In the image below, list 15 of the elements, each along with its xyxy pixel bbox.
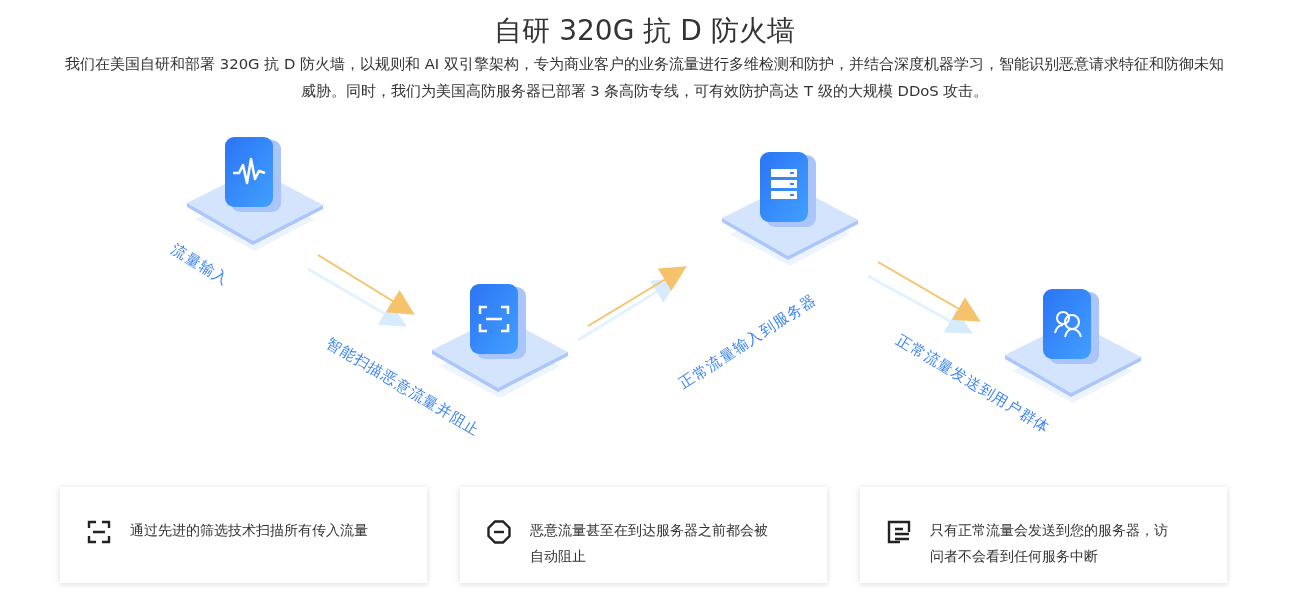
card-text: 恶意流量甚至在到达服务器之前都会被自动阻止 (530, 521, 769, 566)
arrow (587, 266, 687, 327)
step-label: 智能扫描恶意流量并阻止 (322, 333, 484, 441)
arrow (877, 261, 981, 322)
arrow (317, 254, 415, 315)
title: 自研 320G 抗 D 防火墙 (493, 13, 796, 49)
card-text: 通过先进的筛选技术扫描所有传入流量 (130, 521, 369, 540)
card-text: 只有正常流量会发送到您的服务器，访问者不会看到任何服务中断 (930, 521, 1169, 566)
feature-card (460, 487, 827, 583)
step-label: 流量输入 (167, 240, 233, 290)
step-label: 正常流量输入到服务器 (675, 290, 821, 394)
description-text: 我们在美国自研和部署 320G 抗 D 防火墙，以规则和 AI 双引擎架构，专为商业客户的业务流量进行多维检测和防护，并结合深度机器学习，智能识别恶意请求特征和防御未知威胁。同时，我们为美国高防服务器已部署 3 条高防专线，可有效防护高达 T 级的大规模 DDoS 攻击。 (64, 54, 1225, 101)
step-label: 正常流量发送到用户群体 (892, 330, 1054, 438)
feature-card (60, 487, 427, 583)
feature-card (860, 487, 1227, 583)
